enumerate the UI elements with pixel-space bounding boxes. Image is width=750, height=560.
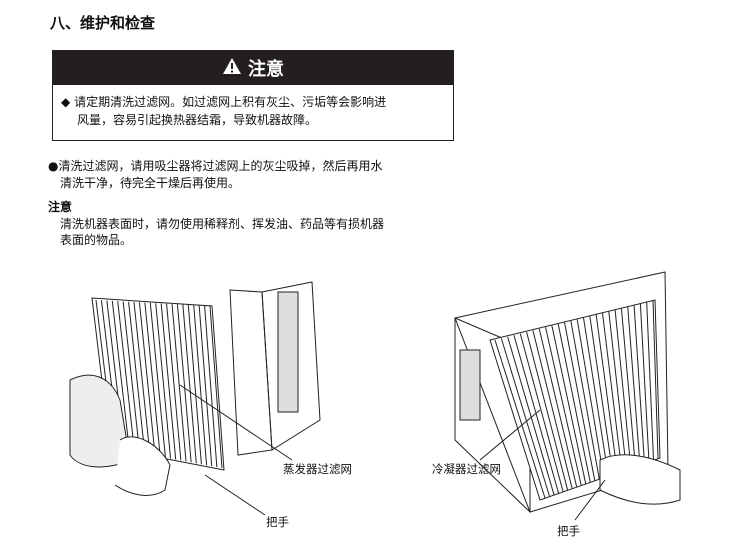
filter-fin (111, 300, 130, 451)
note-line: 清洗机器表面时，请勿使用稀释剂、挥发油、药品等有损机器 (60, 216, 385, 231)
filter-fin (155, 303, 172, 459)
condenser-filter-label: 冷凝器过滤网 (432, 462, 501, 476)
filter-fin (595, 314, 618, 473)
filter-fin (526, 331, 569, 491)
caution-text: ◆ 请定期清洗过滤网。如过滤网上积有灰尘、污垢等会影响进 风量，容易引起换热器结… (61, 93, 386, 129)
filter-fin (564, 322, 596, 481)
filter-fin (187, 304, 202, 465)
caution-header: 注意 (53, 51, 453, 85)
filter-fin (182, 304, 197, 464)
filter-fin (538, 328, 578, 487)
caution-line: 风量，容易引起换热器结霜，导致机器故障。 (77, 113, 318, 127)
note-section: 注意 清洗机器表面时，请勿使用稀释剂、挥发油、药品等有损机器 表面的物品。 (48, 199, 384, 249)
filter-fin (551, 325, 587, 484)
dot-bullet-icon: ● (48, 159, 59, 173)
section-title: 八、维护和检查 (50, 14, 156, 32)
filter-fin (500, 338, 550, 497)
filter-fin (149, 302, 166, 458)
condenser-handle-label: 把手 (557, 524, 580, 538)
filter-fin (532, 330, 573, 489)
filter-fin (570, 320, 600, 479)
filter-fin (166, 303, 182, 461)
note-line: 表面的物品。 (60, 233, 133, 247)
filter-fin (133, 301, 151, 455)
note-heading: 注意 (48, 200, 73, 214)
filter-fin (494, 339, 546, 499)
evaporator-handle-label: 把手 (266, 515, 289, 529)
filter-fin (198, 305, 213, 467)
diamond-bullet-icon: ◆ (61, 95, 71, 109)
filter-fin (582, 317, 609, 476)
caution-line: 请定期清洗过滤网。如过滤网上积有灰尘、污垢等会影响进 (74, 95, 387, 109)
filter-fin (608, 311, 627, 470)
filter-fin (519, 333, 564, 492)
filter-fin (209, 305, 223, 469)
filter-fin (122, 301, 141, 453)
filter-fin (545, 327, 582, 486)
filter-fin (507, 336, 555, 495)
filter-fin (144, 302, 161, 457)
filter-fin (620, 307, 636, 467)
filter-fin (646, 301, 654, 460)
warning-triangle-icon (222, 57, 242, 80)
filter-fin (633, 304, 645, 463)
filter-fin (589, 315, 614, 475)
filter-fin (204, 305, 218, 468)
filter-fin (176, 304, 192, 463)
caution-box: 注意 ◆ 请定期清洗过滤网。如过滤网上积有灰尘、污垢等会影响进 风量，容易引起换… (52, 50, 454, 141)
filter-fin (576, 319, 605, 478)
cleaning-line: 清洗干净，待完全干燥后再使用。 (60, 175, 241, 190)
cleaning-line: 清洗过滤网，请用吸尘器将过滤网上的灰尘吸掉，然后再用水 (58, 159, 383, 173)
filter-fin (117, 301, 136, 452)
filter-fin (614, 309, 632, 468)
filter-fin (128, 301, 146, 454)
filter-fin (627, 306, 641, 465)
caution-heading: 注意 (248, 59, 284, 80)
filter-fin (652, 299, 659, 459)
filter-fin (513, 335, 560, 494)
evaporator-filter-illustration (69, 281, 321, 516)
filter-fin (160, 303, 177, 460)
filter-fin (557, 323, 591, 483)
filter-fin (193, 305, 208, 466)
filter-fin (138, 302, 156, 456)
condenser-filter-illustration (454, 271, 681, 521)
evaporator-filter-label: 蒸发器过滤网 (283, 462, 352, 476)
cleaning-instructions: ●清洗过滤网，请用吸尘器将过滤网上的灰尘吸掉，然后再用水 清洗干净，待完全干燥后… (48, 158, 383, 191)
filter-fin (601, 312, 623, 471)
filter-fin (639, 303, 650, 462)
filter-fin (171, 303, 187, 462)
